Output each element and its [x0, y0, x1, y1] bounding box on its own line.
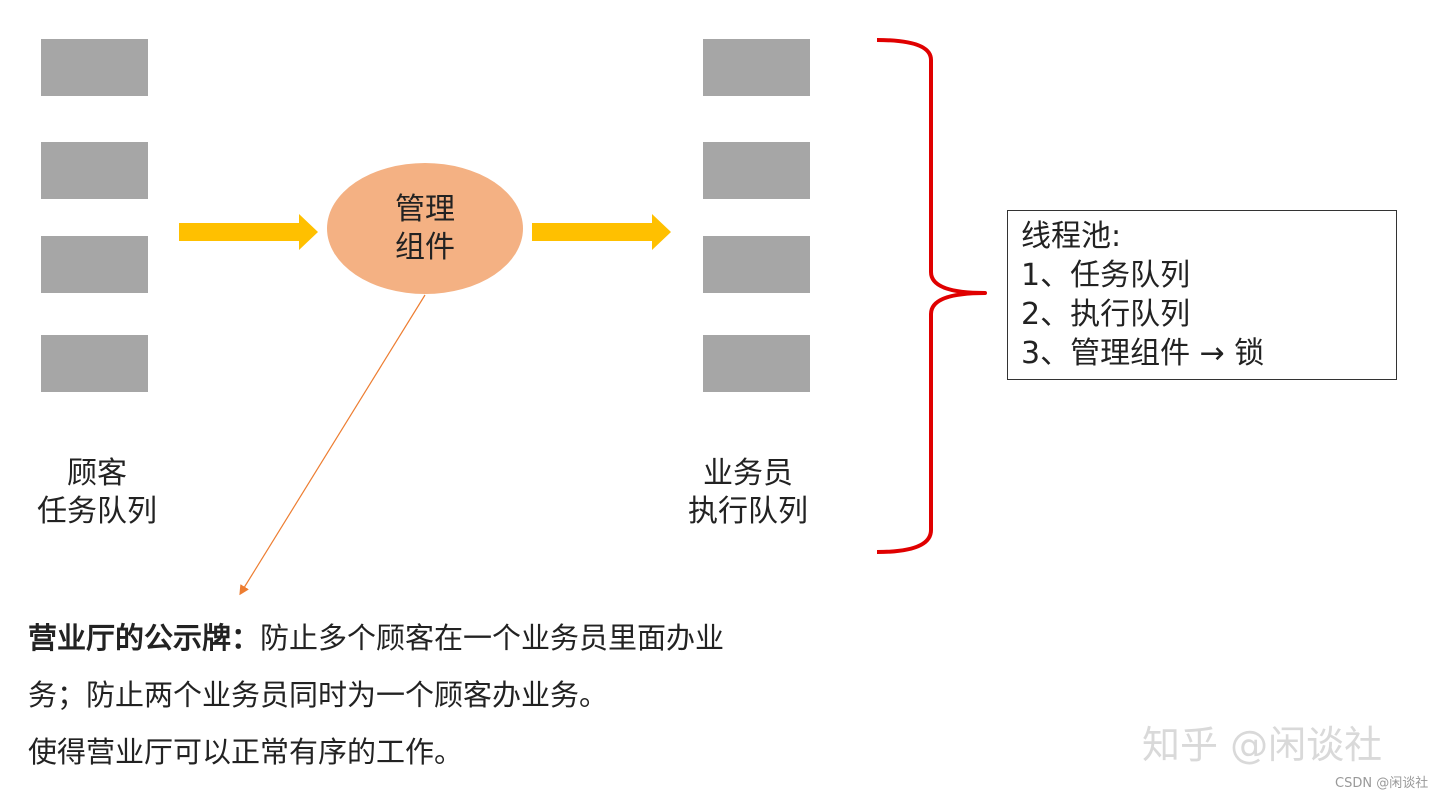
customer-queue-label: 顾客 任务队列	[32, 455, 162, 531]
customer-label-line2: 任务队列	[37, 494, 157, 529]
thread-pool-brace	[876, 38, 987, 554]
worker-block-4	[703, 335, 810, 392]
description-bold-prefix: 营业厅的公示牌：	[28, 621, 261, 655]
description-line1-rest: 防止多个顾客在一个业务员里面办业	[260, 621, 725, 655]
worker-block-2	[703, 142, 810, 199]
thread-pool-title: 线程池:	[1021, 219, 1122, 254]
csdn-watermark: CSDN @闲谈社	[1335, 776, 1429, 791]
customer-block-1	[41, 39, 148, 96]
description-line-1: 营业厅的公示牌：防止多个顾客在一个业务员里面办业	[28, 610, 828, 667]
worker-queue-label: 业务员 执行队列	[683, 455, 813, 531]
thread-pool-item-1: 1、任务队列	[1021, 258, 1191, 293]
description-text: 营业厅的公示牌：防止多个顾客在一个业务员里面办业 务；防止两个业务员同时为一个顾…	[28, 610, 828, 781]
thread-pool-item-3: 3、管理组件 → 锁	[1021, 336, 1265, 371]
worker-label-line1: 业务员	[703, 456, 793, 491]
worker-label-line2: 执行队列	[688, 494, 808, 529]
thread-pool-box: 线程池: 1、任务队列 2、执行队列 3、管理组件 → 锁	[1007, 210, 1397, 380]
customer-label-line1: 顾客	[67, 456, 127, 491]
customer-block-2	[41, 142, 148, 199]
customer-block-3	[41, 236, 148, 293]
manager-pointer-line	[239, 294, 426, 596]
arrow-customers-to-manager	[179, 214, 318, 250]
worker-block-1	[703, 39, 810, 96]
customer-block-4	[41, 335, 148, 392]
arrow-manager-to-workers	[532, 214, 671, 250]
zhihu-watermark: 知乎 @闲谈社	[1142, 723, 1383, 767]
manager-component-ellipse: 管理 组件	[327, 163, 523, 294]
thread-pool-item-2: 2、执行队列	[1021, 297, 1191, 332]
manager-label-line1: 管理	[395, 191, 455, 227]
worker-block-3	[703, 236, 810, 293]
description-line-2: 务；防止两个业务员同时为一个顾客办业务。	[28, 678, 609, 712]
manager-label-line2: 组件	[395, 229, 455, 265]
description-line-3: 使得营业厅可以正常有序的工作。	[28, 735, 464, 769]
